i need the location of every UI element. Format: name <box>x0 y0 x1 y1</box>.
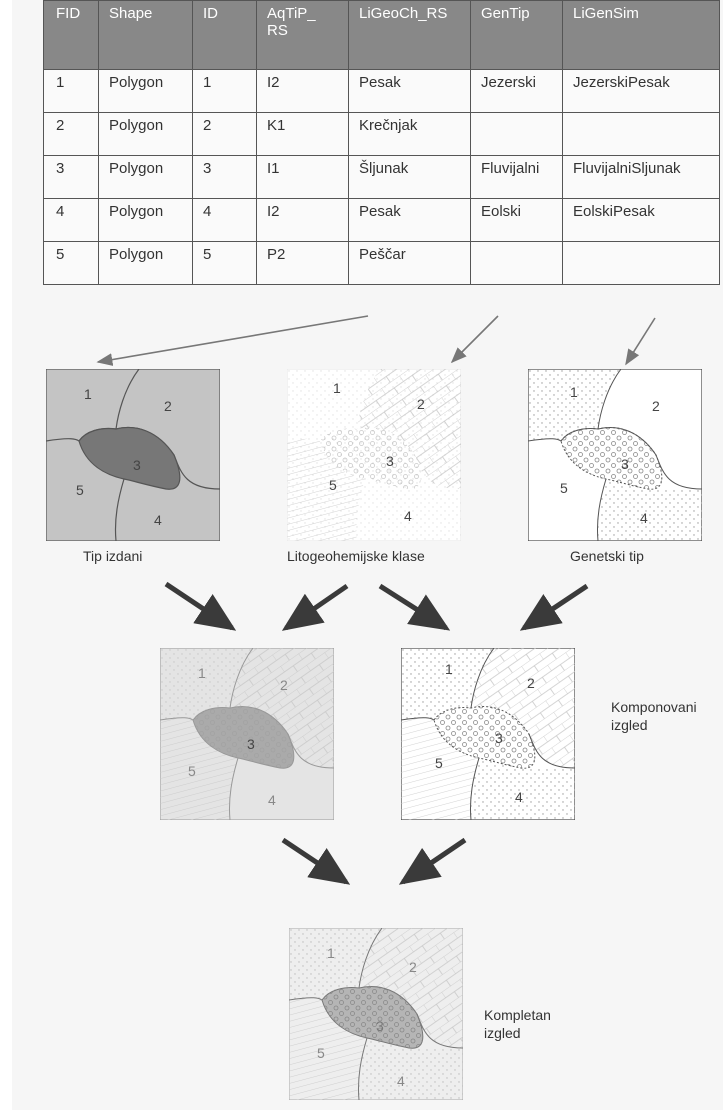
table-cell: 1 <box>43 69 99 113</box>
label-lito: Litogeohemijske klase <box>287 548 425 564</box>
col-header: Shape <box>98 0 193 70</box>
map-complete: 1 2 3 4 5 <box>289 928 463 1100</box>
table-cell: Polygon <box>98 112 193 156</box>
table-cell: 4 <box>43 198 99 242</box>
region-label-2: 2 <box>527 675 535 691</box>
label-kompletan: Kompletan izgled <box>484 1007 551 1041</box>
table-cell: Šljunak <box>348 155 471 199</box>
region-label-4: 4 <box>268 792 276 808</box>
table-cell <box>562 112 720 156</box>
region-label-5: 5 <box>560 480 568 496</box>
table-cell: 4 <box>192 198 257 242</box>
col-header: FID <box>43 0 99 70</box>
col-header: GenTip <box>470 0 563 70</box>
table-cell: Eolski <box>470 198 563 242</box>
col-header: AqTiP_ RS <box>256 0 349 70</box>
table-cell: Fluvijalni <box>470 155 563 199</box>
arrow-to-lito <box>450 315 499 364</box>
arrow-tip-to-komp1 <box>164 581 237 631</box>
table-cell: 1 <box>192 69 257 113</box>
label-tip-izdani: Tip izdani <box>83 548 143 564</box>
table-cell: K1 <box>256 112 349 156</box>
table-cell: 3 <box>192 155 257 199</box>
region-label-5: 5 <box>188 763 196 779</box>
region-label-4: 4 <box>640 510 648 526</box>
region-label-4: 4 <box>515 789 523 805</box>
table-cell: FluvijalniSljunak <box>562 155 720 199</box>
region-label-1: 1 <box>327 945 335 961</box>
region-label-5: 5 <box>329 477 337 493</box>
region-label-3: 3 <box>386 453 394 469</box>
table-cell: 3 <box>43 155 99 199</box>
arrow-lito-to-komp1 <box>281 583 349 631</box>
region-label-5: 5 <box>435 755 443 771</box>
table-cell: I2 <box>256 69 349 113</box>
map-tip-izdani: 1 2 3 4 5 <box>46 369 220 541</box>
region-label-1: 1 <box>570 384 578 400</box>
arrow-to-genetski <box>625 317 656 366</box>
region-label-1: 1 <box>445 661 453 677</box>
table-cell: JezerskiPesak <box>562 69 720 113</box>
region-label-2: 2 <box>409 959 417 975</box>
table-cell: Polygon <box>98 155 193 199</box>
table-cell: 5 <box>43 241 99 285</box>
table-cell: 5 <box>192 241 257 285</box>
arrow-komp2-to-final <box>398 837 467 885</box>
region-label-3: 3 <box>133 457 141 473</box>
table-cell <box>562 241 720 285</box>
region-label-4: 4 <box>397 1073 405 1089</box>
map-lito: 1 2 3 4 5 <box>287 369 461 541</box>
arrow-to-tip-izdani <box>96 315 369 366</box>
region-label-5: 5 <box>317 1045 325 1061</box>
region-label-2: 2 <box>164 398 172 414</box>
col-header: LiGenSim <box>562 0 720 70</box>
label-komponovani: Komponovani izgled <box>611 699 697 733</box>
attribute-table: FID Shape ID AqTiP_ RS LiGeoCh_RS GenTip… <box>43 0 720 285</box>
table-cell: Pesak <box>348 69 471 113</box>
region-label-4: 4 <box>154 512 162 528</box>
table-cell: Polygon <box>98 69 193 113</box>
arrow-komp1-to-final <box>281 837 351 885</box>
col-header: LiGeoCh_RS <box>348 0 471 70</box>
table-cell: EolskiPesak <box>562 198 720 242</box>
region-label-2: 2 <box>417 396 425 412</box>
label-genetski: Genetski tip <box>570 548 644 564</box>
map-composite-left: 1 2 3 4 5 <box>160 648 334 820</box>
table-cell: Polygon <box>98 198 193 242</box>
arrow-gen-to-komp2 <box>519 583 589 631</box>
region-label-1: 1 <box>198 665 206 681</box>
region-label-2: 2 <box>280 677 288 693</box>
table-header-row: FID Shape ID AqTiP_ RS LiGeoCh_RS GenTip… <box>43 0 720 70</box>
region-label-5: 5 <box>76 482 84 498</box>
table-cell: Jezerski <box>470 69 563 113</box>
table-cell: Polygon <box>98 241 193 285</box>
region-label-3: 3 <box>495 730 503 746</box>
region-label-3: 3 <box>376 1018 384 1034</box>
map-genetski: 1 2 3 4 5 <box>528 369 702 541</box>
table-cell <box>470 241 563 285</box>
table-cell: Peščar <box>348 241 471 285</box>
region-label-1: 1 <box>84 386 92 402</box>
region-label-1: 1 <box>333 380 341 396</box>
table-cell: P2 <box>256 241 349 285</box>
region-label-3: 3 <box>621 456 629 472</box>
arrow-lito-to-komp2 <box>378 583 451 631</box>
table-cell: Pesak <box>348 198 471 242</box>
map-composite-right: 1 2 3 4 5 <box>401 648 575 820</box>
table-cell: Krečnjak <box>348 112 471 156</box>
region-label-3: 3 <box>247 736 255 752</box>
region-label-4: 4 <box>404 508 412 524</box>
region-label-2: 2 <box>652 398 660 414</box>
